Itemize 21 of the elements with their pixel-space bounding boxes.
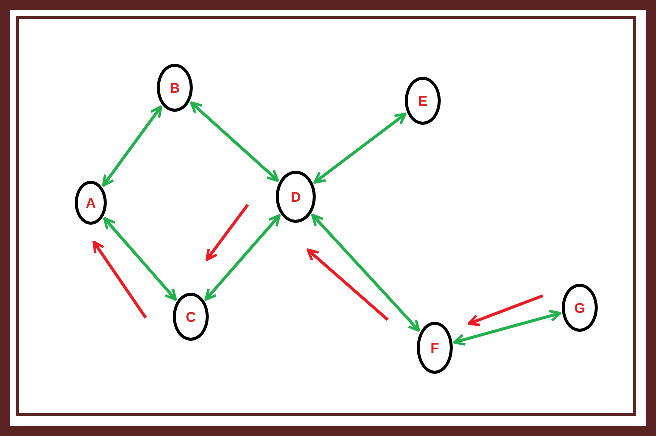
circle-node: [157, 64, 193, 112]
circle-node: [276, 171, 316, 223]
double-arrow: [102, 106, 162, 188]
node-label: A: [86, 195, 96, 211]
node-label: E: [418, 93, 428, 109]
circle-node: [405, 77, 441, 125]
node-label: G: [574, 300, 586, 316]
double-arrow: [204, 214, 281, 302]
circle-node: [173, 293, 209, 341]
circle-node: [417, 322, 453, 374]
double-arrow: [190, 102, 280, 182]
double-arrow: [453, 310, 562, 346]
node-label: D: [290, 189, 302, 205]
double-arrow: [103, 217, 178, 302]
node-label: B: [170, 80, 180, 96]
double-arrow: [314, 112, 407, 184]
circle-node: [562, 284, 598, 332]
circle-node: [75, 181, 107, 225]
node-label: C: [186, 309, 196, 325]
double-arrow: [311, 214, 420, 332]
node-label: F: [430, 340, 440, 356]
